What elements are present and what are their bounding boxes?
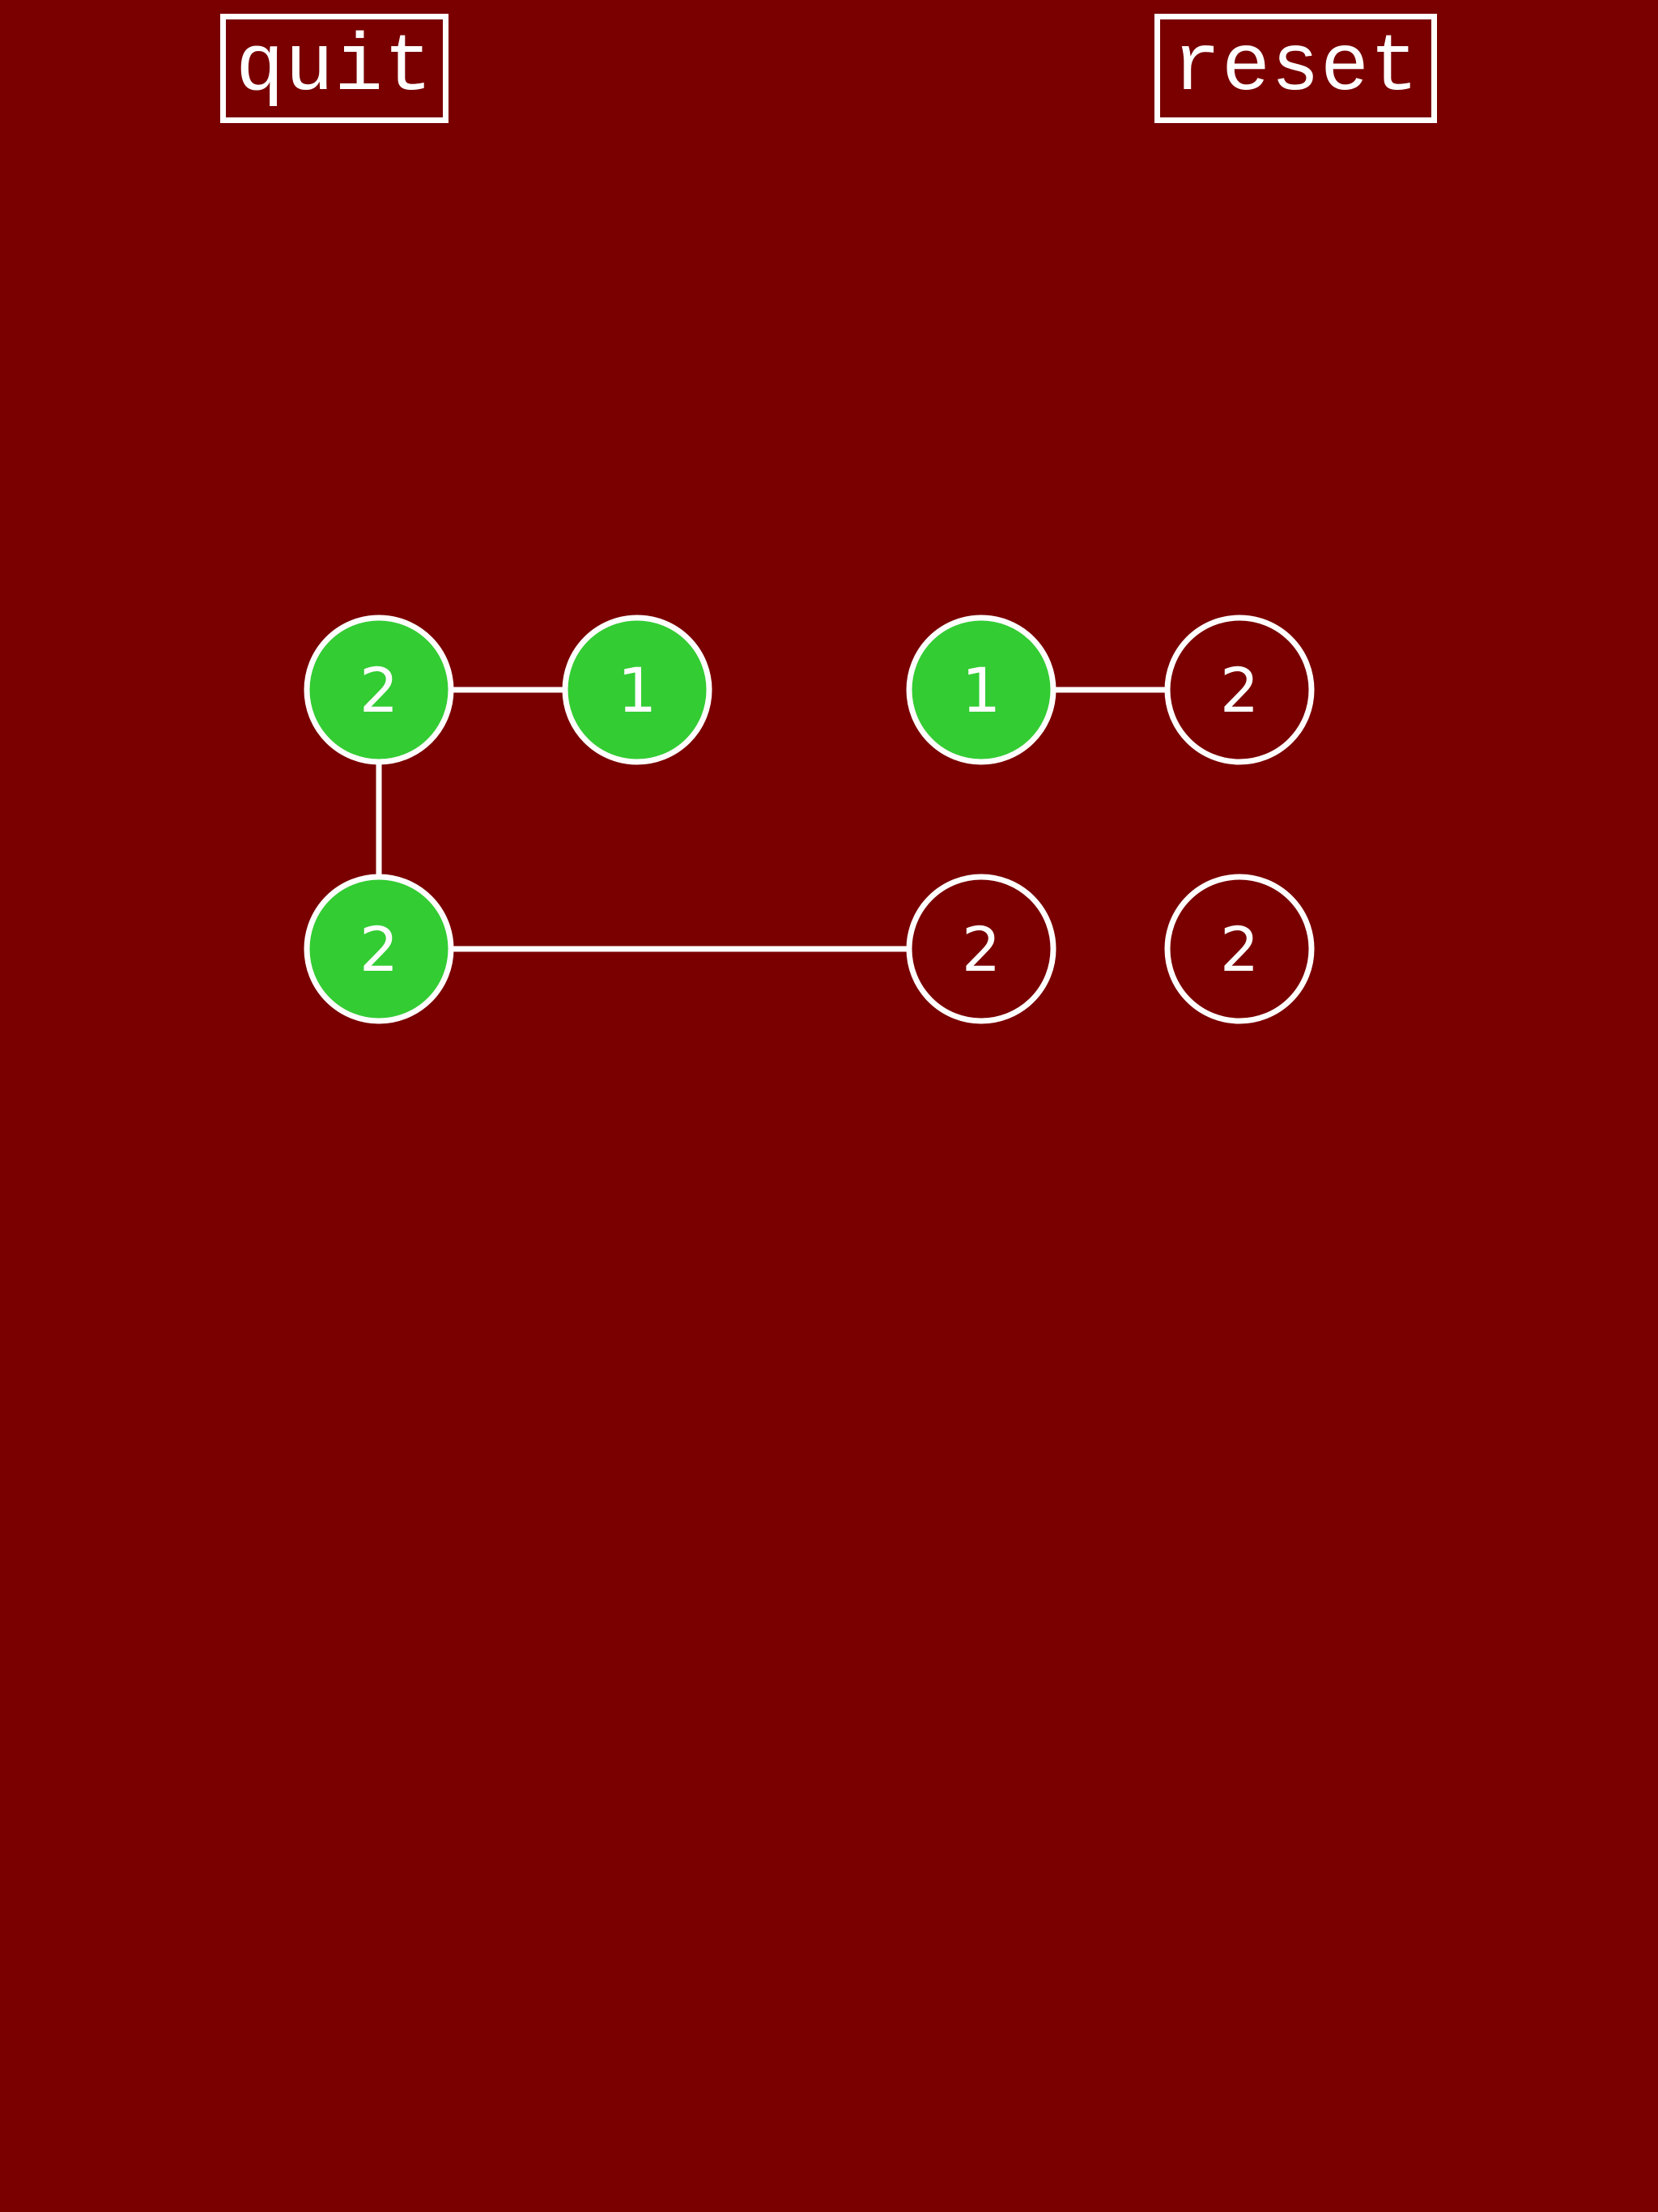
island-value: 2 — [1220, 913, 1259, 985]
island-circle-complete[interactable] — [304, 874, 454, 1024]
quit-button[interactable]: quit — [220, 14, 449, 123]
island-node[interactable]: 2 — [304, 874, 454, 1024]
reset-button[interactable]: reset — [1154, 14, 1437, 123]
island-node[interactable]: 2 — [304, 615, 454, 765]
island-circle[interactable] — [906, 874, 1056, 1024]
island-node[interactable]: 2 — [1164, 874, 1315, 1024]
island-circle-complete[interactable] — [304, 615, 454, 765]
island-value: 2 — [359, 913, 398, 985]
island-value: 2 — [962, 913, 1001, 985]
island-node[interactable]: 2 — [906, 874, 1056, 1024]
island-circle-complete[interactable] — [562, 615, 712, 765]
island-value: 1 — [618, 654, 657, 726]
island-value: 2 — [1220, 654, 1259, 726]
island-circle-complete[interactable] — [906, 615, 1056, 765]
island-value: 2 — [359, 654, 398, 726]
island-node[interactable]: 1 — [906, 615, 1056, 765]
island-node[interactable]: 2 — [1164, 615, 1315, 765]
island-value: 1 — [962, 654, 1001, 726]
island-circle[interactable] — [1164, 874, 1315, 1024]
island-node[interactable]: 1 — [562, 615, 712, 765]
island-circle[interactable] — [1164, 615, 1315, 765]
